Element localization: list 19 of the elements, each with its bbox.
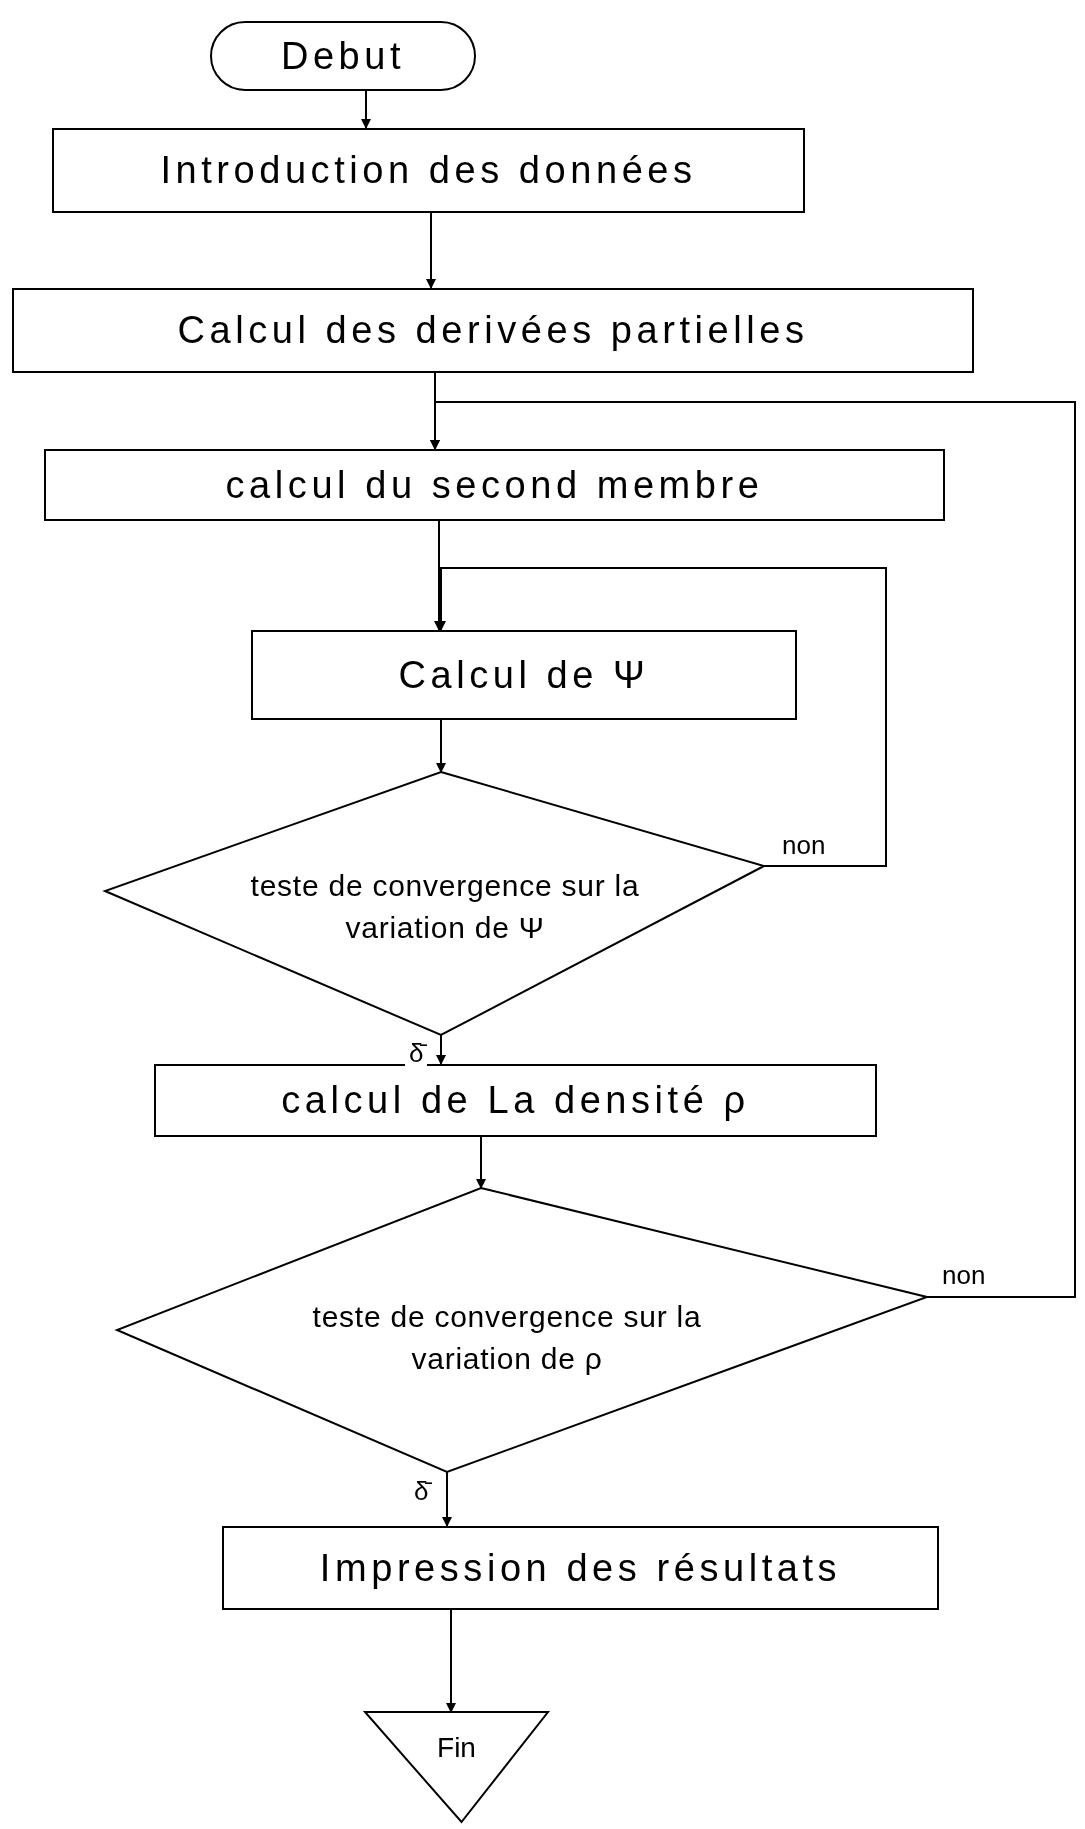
- process-box: Introduction des données: [52, 128, 805, 213]
- arrow: [436, 1034, 446, 1065]
- edge-label: δ̄: [405, 1040, 428, 1066]
- arrow: [442, 1471, 452, 1527]
- process-box: calcul du second membre: [44, 449, 945, 521]
- arrow: [430, 401, 1076, 1298]
- end-label: Fin: [437, 1734, 476, 1765]
- arrow: [446, 1609, 456, 1713]
- start-terminal: Debut: [210, 21, 476, 91]
- arrow: [476, 1136, 486, 1189]
- arrow: [426, 212, 436, 289]
- decision-text: teste de convergence sur la variation de Ψ: [249, 868, 641, 946]
- process-box: calcul de La densité ρ: [154, 1064, 877, 1137]
- process-box: Calcul de Ψ: [251, 630, 797, 720]
- arrow: [436, 719, 446, 773]
- process-box: Impression des résultats: [222, 1526, 939, 1610]
- arrow: [361, 90, 371, 129]
- process-box: Calcul des derivées partielles: [12, 288, 974, 373]
- decision-text: teste de convergence sur la variation de ρ: [311, 1299, 703, 1377]
